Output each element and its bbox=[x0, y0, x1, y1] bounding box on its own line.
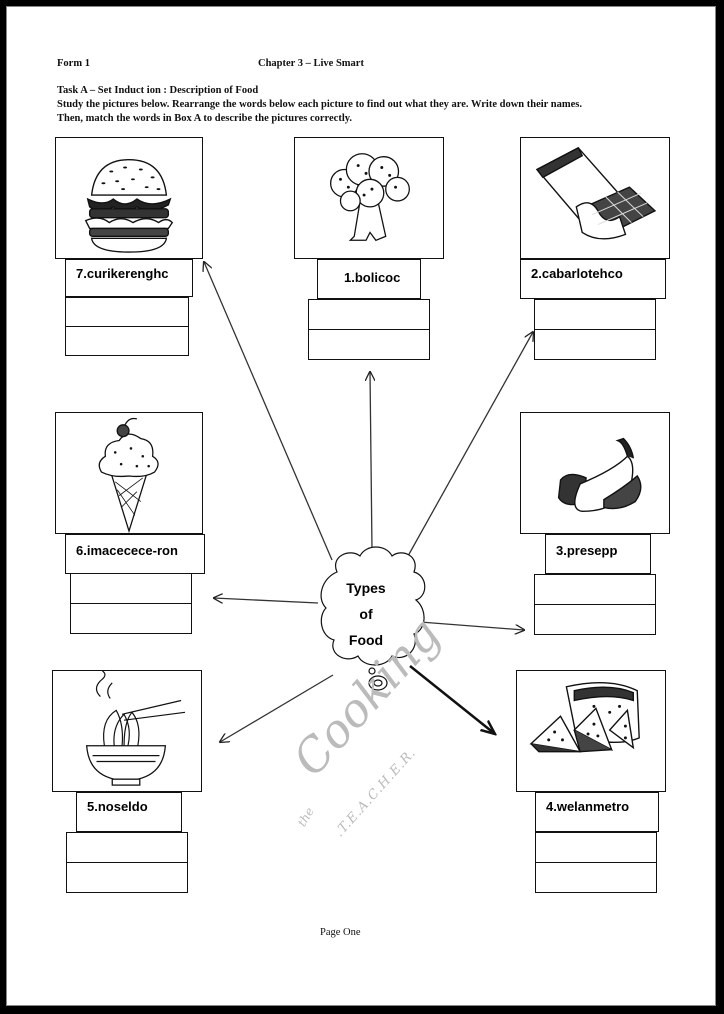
answer-box-pepper-1[interactable] bbox=[534, 574, 656, 605]
pepper-picture bbox=[520, 412, 670, 534]
arrow-to-broccoli bbox=[370, 372, 372, 551]
ice-cream-picture bbox=[55, 412, 203, 534]
task-title: Task A – Set Induct ion : Description of… bbox=[57, 85, 259, 96]
chocolate-bar-icon bbox=[535, 146, 657, 240]
answer-box-noodles-1[interactable] bbox=[66, 832, 188, 863]
instruction-line-2: Then, match the words in Box A to descri… bbox=[57, 113, 353, 124]
arrow-to-watermelon bbox=[409, 665, 495, 734]
instruction-line-1: Study the pictures below. Rearrange the … bbox=[57, 99, 582, 110]
arrow-to-pepper bbox=[419, 621, 524, 630]
broccoli-picture bbox=[294, 137, 444, 259]
cloud-line-types: Types bbox=[346, 580, 386, 596]
burger-picture bbox=[55, 137, 203, 259]
scrambled-word-noodles: 5.noseldo bbox=[76, 792, 182, 832]
answer-box-broccoli-2[interactable] bbox=[308, 329, 430, 360]
answer-box-chocolate-1[interactable] bbox=[534, 299, 656, 330]
arrow-to-burger bbox=[204, 262, 333, 561]
scrambled-word-broccoli: 1.bolicoc bbox=[317, 259, 421, 299]
pepper-icon bbox=[557, 437, 642, 513]
arrow-to-noodles bbox=[220, 674, 334, 742]
broccoli-icon bbox=[330, 153, 410, 242]
chapter-title: Chapter 3 – Live Smart bbox=[258, 58, 364, 69]
answer-box-broccoli-1[interactable] bbox=[308, 299, 430, 330]
answer-box-burger-1[interactable] bbox=[65, 297, 189, 327]
arrow-to-chocolate bbox=[407, 332, 533, 557]
answer-box-ice-cream-2[interactable] bbox=[70, 603, 192, 634]
scrambled-word-pepper: 3.presepp bbox=[545, 534, 651, 574]
noodle-bowl-icon bbox=[85, 671, 186, 786]
answer-box-chocolate-2[interactable] bbox=[534, 329, 656, 360]
answer-box-ice-cream-1[interactable] bbox=[70, 573, 192, 604]
ice-cream-cone-icon bbox=[98, 417, 159, 533]
arrow-to-ice-cream bbox=[214, 598, 319, 604]
cloud-line-food: Food bbox=[348, 632, 384, 648]
watermelon-icon bbox=[529, 681, 640, 753]
watermelon-picture bbox=[516, 670, 666, 792]
answer-box-burger-2[interactable] bbox=[65, 326, 189, 356]
page-number: Page One bbox=[320, 927, 361, 938]
answer-box-watermelon-1[interactable] bbox=[535, 832, 657, 863]
scrambled-word-watermelon: 4.welanmetro bbox=[535, 792, 659, 832]
cloud-line-of: of bbox=[359, 606, 373, 622]
chocolate-picture bbox=[520, 137, 670, 259]
answer-box-pepper-2[interactable] bbox=[534, 604, 656, 635]
noodles-picture bbox=[52, 670, 202, 792]
types-of-food-cloud bbox=[320, 546, 426, 691]
scrambled-word-ice-cream: 6.imacecece-ron bbox=[65, 534, 205, 574]
scrambled-word-chocolate: 2.cabarlotehco bbox=[520, 259, 666, 299]
form-label: Form 1 bbox=[57, 58, 90, 69]
burger-icon bbox=[84, 158, 174, 253]
scrambled-word-burger: 7.curikerenghc bbox=[65, 259, 193, 297]
answer-box-watermelon-2[interactable] bbox=[535, 862, 657, 893]
answer-box-noodles-2[interactable] bbox=[66, 862, 188, 893]
